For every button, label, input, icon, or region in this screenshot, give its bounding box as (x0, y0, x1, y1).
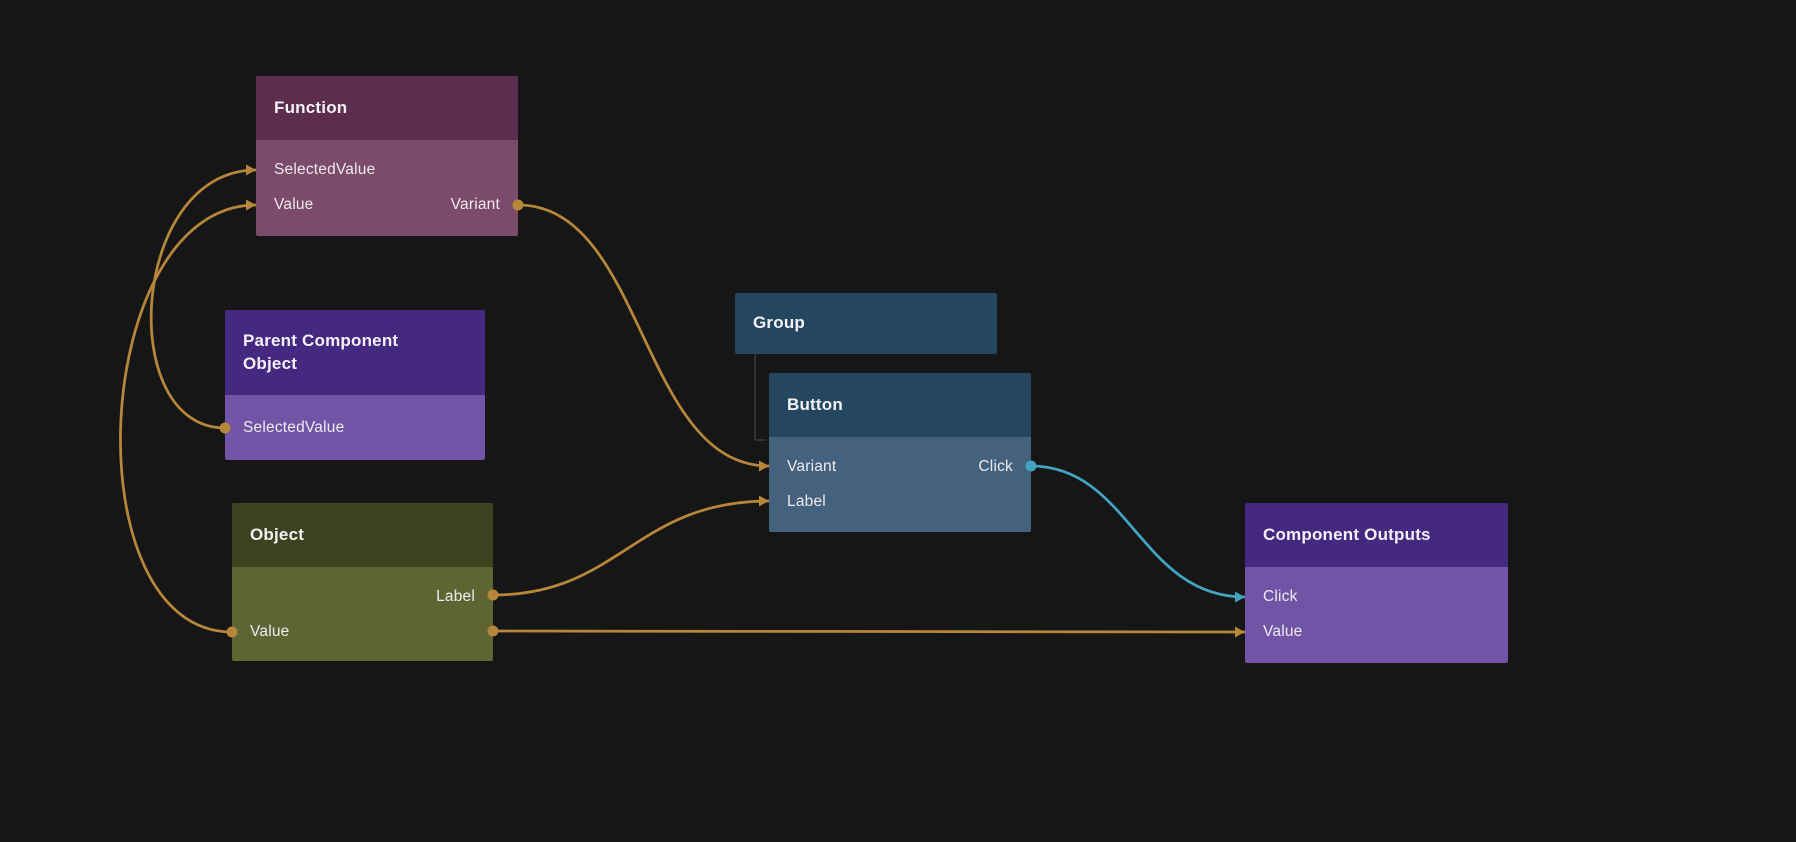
node-component-outputs-title: Component Outputs (1263, 524, 1431, 544)
port-row: Value (1245, 614, 1508, 649)
node-parent-component-object-header[interactable]: Parent Component Object (225, 310, 485, 395)
port-row: SelectedValue (256, 152, 518, 187)
node-object[interactable]: Object Label Value (232, 503, 493, 661)
arrowhead-object-label-to-button-label (759, 495, 769, 507)
arrowhead-parent-selectedvalue-to-function-selectedvalue (246, 164, 256, 176)
node-object-body: Label Value (232, 567, 493, 661)
port-row: Value (232, 614, 493, 649)
port-row: Label (769, 484, 1031, 519)
port-row: Click (1245, 579, 1508, 614)
port-row: Value Variant (256, 187, 518, 222)
port-button-label-input[interactable]: Label (787, 492, 826, 510)
node-object-title: Object (250, 524, 305, 544)
node-parent-component-object[interactable]: Parent Component Object SelectedValue (225, 310, 485, 460)
port-function-selectedvalue-input[interactable]: SelectedValue (274, 160, 376, 178)
node-button[interactable]: Button Variant Click Label (769, 373, 1031, 532)
arrowhead-function-variant-to-button-variant (759, 460, 769, 472)
wire-object-label-to-button-label[interactable] (492, 499, 770, 597)
node-function[interactable]: Function SelectedValue Value Variant (256, 76, 518, 236)
node-group-title: Group (753, 313, 805, 333)
node-function-body: SelectedValue Value Variant (256, 140, 518, 236)
node-component-outputs-header[interactable]: Component Outputs (1245, 503, 1508, 567)
port-function-value-input[interactable]: Value (274, 195, 314, 213)
wire-function-variant-to-button-variant[interactable] (517, 203, 770, 468)
node-group-header[interactable]: Group (735, 293, 997, 354)
wire-object-value-to-componentoutputs-value[interactable] (492, 629, 1246, 634)
port-button-variant-input[interactable]: Variant (787, 457, 837, 475)
port-button-click-output[interactable]: Click (978, 457, 1013, 475)
node-component-outputs[interactable]: Component Outputs Click Value (1245, 503, 1508, 663)
node-object-header[interactable]: Object (232, 503, 493, 567)
port-componentoutputs-click-input[interactable]: Click (1263, 587, 1298, 605)
node-component-outputs-body: Click Value (1245, 567, 1508, 663)
node-group[interactable]: Group (735, 293, 997, 354)
node-function-title: Function (274, 97, 348, 117)
wire-button-click-to-componentoutputs-click[interactable] (1030, 464, 1246, 599)
arrowhead-object-value-to-function-value (246, 199, 256, 211)
node-button-header[interactable]: Button (769, 373, 1031, 437)
arrowhead-button-click-to-componentoutputs-click (1235, 591, 1245, 603)
port-parent-selectedvalue-output[interactable]: SelectedValue (243, 418, 345, 436)
port-row: Label (232, 579, 493, 614)
node-function-header[interactable]: Function (256, 76, 518, 140)
node-button-title: Button (787, 394, 843, 414)
node-button-body: Variant Click Label (769, 437, 1031, 532)
port-componentoutputs-value-input[interactable]: Value (1263, 622, 1303, 640)
group-child-hierarchy-line (754, 354, 766, 441)
port-object-label-output[interactable]: Label (436, 587, 475, 605)
port-object-value-output[interactable]: Value (250, 622, 290, 640)
node-parent-component-object-body: SelectedValue (225, 395, 485, 460)
port-row: Variant Click (769, 449, 1031, 484)
arrowhead-object-value-to-componentoutputs-value (1235, 626, 1245, 638)
node-parent-component-object-title: Parent Component Object (243, 330, 399, 373)
port-row: SelectedValue (225, 410, 485, 445)
port-function-variant-output[interactable]: Variant (450, 195, 500, 213)
